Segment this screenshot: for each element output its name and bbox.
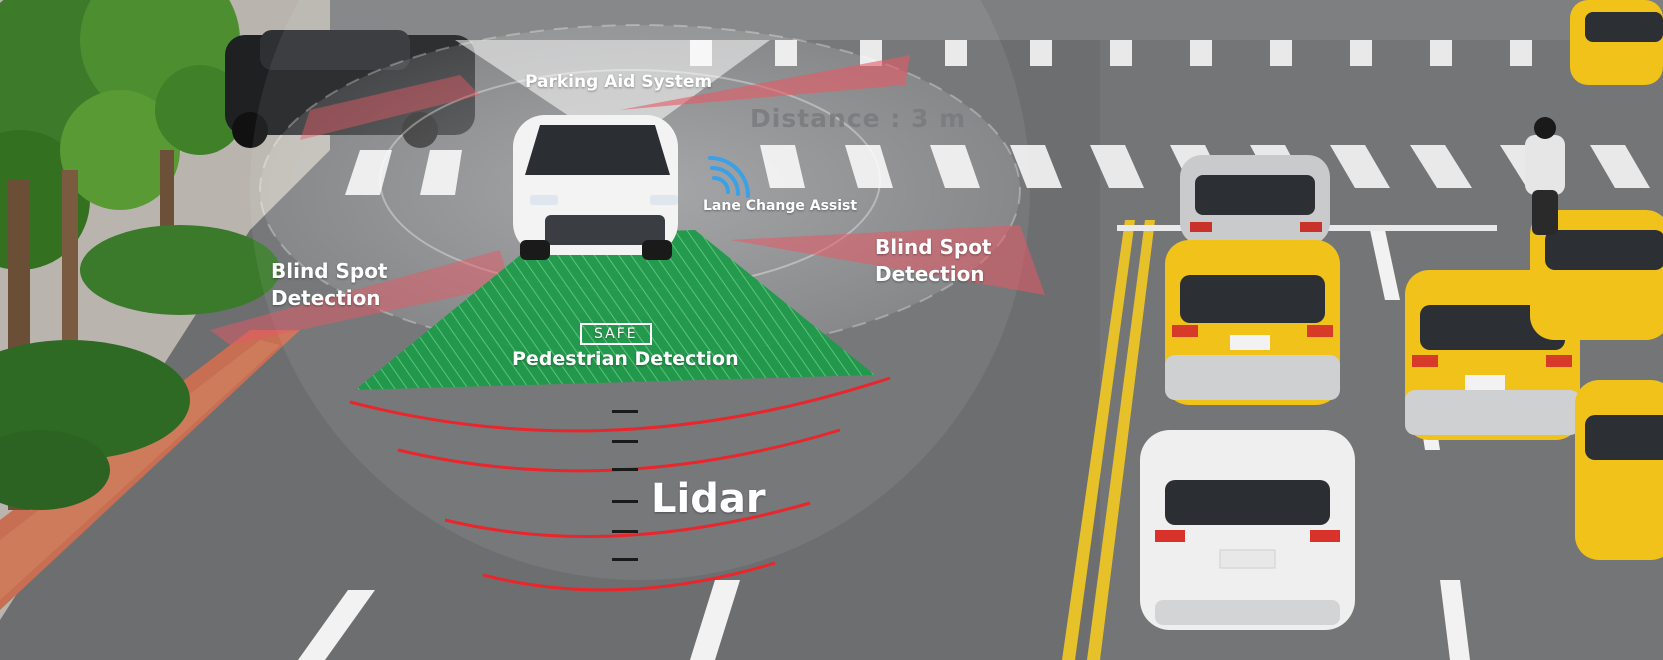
safe-badge: SAFE [580,323,652,345]
lidar-label: Lidar [651,476,766,522]
blind-spot-beam-left [210,250,510,345]
blind-spot-beam-right [730,225,1045,295]
lane-change-label: Lane Change Assist [703,198,858,214]
trees [0,0,280,510]
distance-readout: Distance : 3 m [750,104,967,133]
parking-aid-label: Parking Aid System [525,72,713,92]
silver-car-top [1180,155,1330,245]
taxi-center [1165,240,1340,405]
taxi-far-right [1530,0,1663,560]
blind-spot-left-label: Blind Spot Detection [271,259,388,310]
wifi-signal-icon [708,156,750,198]
ego-car [513,115,678,260]
motorcyclist [1525,117,1565,235]
blind-spot-right-label: Blind Spot Detection [875,235,992,286]
lidar-arcs [349,376,891,592]
parking-aid-beam [455,40,770,150]
lidar-ticks [612,410,638,561]
white-suv-bottom [1140,430,1355,630]
double-yellow-line [1062,220,1155,660]
pedestrian-detection-zone [355,230,875,390]
pedestrian-detection-label: Pedestrian Detection [512,348,739,370]
